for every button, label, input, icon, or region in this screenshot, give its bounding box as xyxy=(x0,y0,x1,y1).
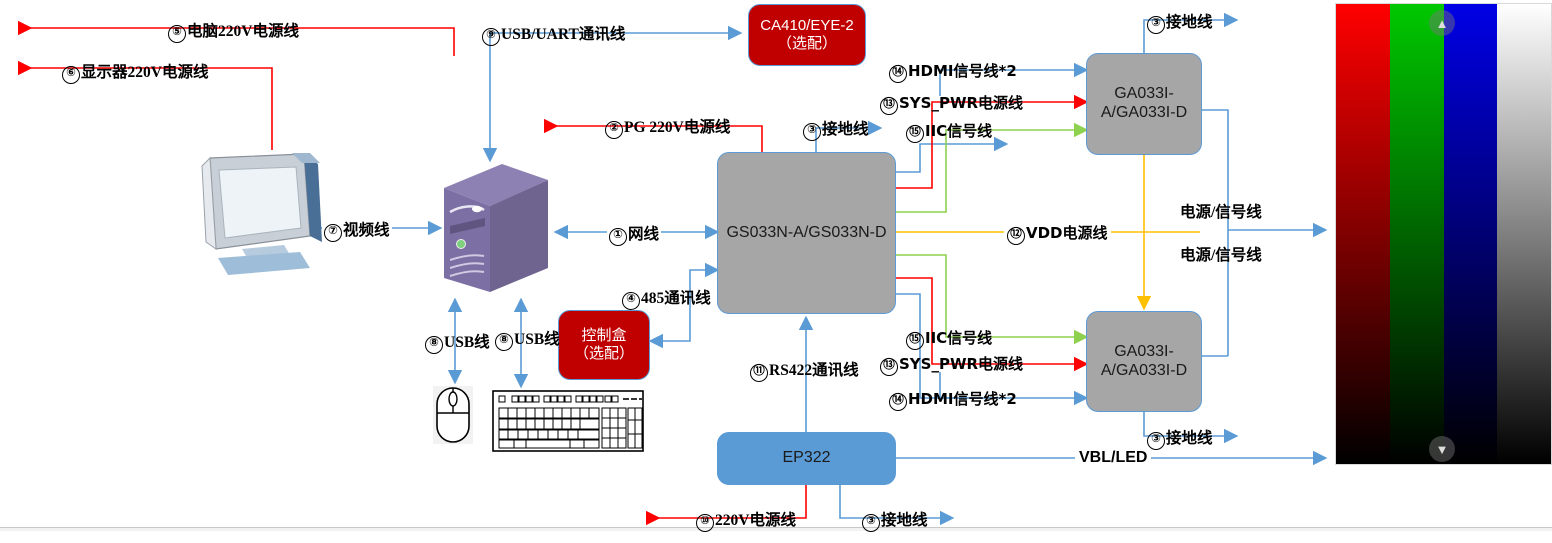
callout-number-6: ⑥ xyxy=(62,66,80,84)
callout-number-15b: ⑮ xyxy=(906,332,924,350)
callout-number-3: ③ xyxy=(803,123,821,141)
callout-number-3b: ③ xyxy=(1147,16,1165,34)
label-vbl-led: VBL/LED xyxy=(1075,449,1152,467)
callout-number-8: ⑧ xyxy=(425,336,443,354)
scroll-down-icon[interactable]: ▼ xyxy=(1429,436,1455,462)
control-box-line1: 控制盒 xyxy=(581,327,627,345)
callout-number-12: ⑫ xyxy=(1007,227,1025,245)
ep322-label: EP322 xyxy=(782,449,831,467)
ga033i-bottom-box[interactable]: GA033I- A/GA033I-D xyxy=(1086,311,1202,412)
scroll-up-icon[interactable]: ▲ xyxy=(1429,10,1455,36)
ep322-box[interactable]: EP322 xyxy=(717,432,896,485)
label-power-signal-top: 电源/信号线 xyxy=(1180,204,1262,221)
ca410-line1: CA410/EYE-2 xyxy=(760,17,854,35)
ca410-eye2-box[interactable]: CA410/EYE-2 （选配） xyxy=(748,4,866,66)
ga033i-top-line1: GA033I- xyxy=(1114,85,1174,103)
panel-bar-blue xyxy=(1443,4,1498,464)
panel-bar-greyscale xyxy=(1497,4,1551,464)
callout-number-15: ⑮ xyxy=(906,125,924,143)
callout-number-8b: ⑧ xyxy=(495,333,513,351)
callout-number-7: ⑦ xyxy=(324,224,342,242)
callout-number-13b: ⑬ xyxy=(880,358,898,376)
callout-number-13: ⑬ xyxy=(880,97,898,115)
ga033i-top-box[interactable]: GA033I- A/GA033I-D xyxy=(1086,53,1202,155)
callout-number-9: ⑨ xyxy=(482,28,500,46)
callout-number-14b: ⑭ xyxy=(889,393,907,411)
callout-number-2: ② xyxy=(605,121,623,139)
callout-number-11: ⑪ xyxy=(750,364,768,382)
control-box-line2: （选配） xyxy=(573,345,634,362)
monitor xyxy=(201,153,322,275)
mouse xyxy=(433,386,473,444)
gs033n-box[interactable]: GS033N-A/GS033N-D xyxy=(717,152,896,314)
callout-number-4: ④ xyxy=(622,292,640,310)
ca410-line2: （选配） xyxy=(776,35,837,52)
pc-tower xyxy=(444,164,548,292)
ga033i-bottom-line2: A/GA033I-D xyxy=(1100,361,1188,379)
rgb-test-pattern-panel[interactable]: ▲ ▼ xyxy=(1335,3,1552,465)
panel-bar-green xyxy=(1389,4,1444,464)
ga033i-top-line2: A/GA033I-D xyxy=(1100,104,1188,121)
ga033i-bottom-line1: GA033I- xyxy=(1114,342,1174,360)
label-power-signal-bottom: 电源/信号线 xyxy=(1180,247,1262,264)
callout-number-3c: ③ xyxy=(1147,432,1165,450)
gs033n-label: GS033N-A/GS033N-D xyxy=(726,223,887,241)
keyboard xyxy=(492,390,644,452)
callout-number-3d: ③ xyxy=(862,514,880,532)
bottom-divider xyxy=(0,527,1552,531)
panel-bar-red xyxy=(1336,4,1390,464)
callout-number-1: ① xyxy=(609,228,627,246)
callout-number-5: ⑤ xyxy=(168,25,186,43)
control-box[interactable]: 控制盒 （选配） xyxy=(558,310,650,380)
callout-number-10: ⑩ xyxy=(696,514,714,532)
callout-number-14: ⑭ xyxy=(889,65,907,83)
